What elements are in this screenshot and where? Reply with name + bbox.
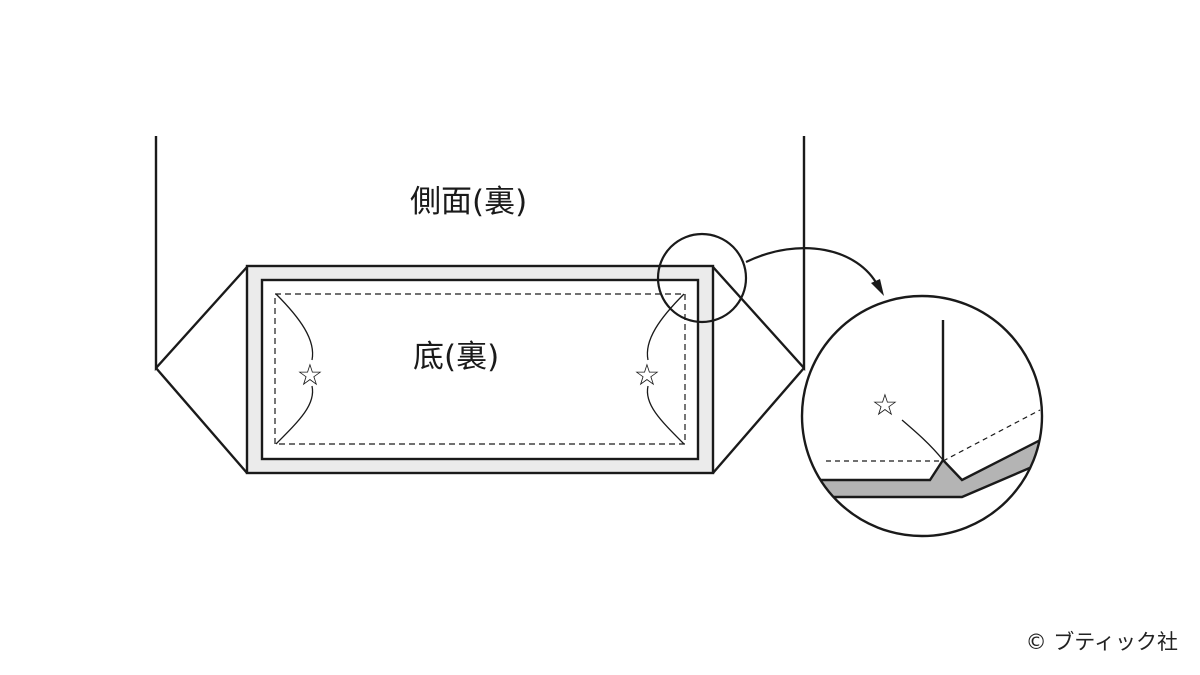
callout-seam-allowance [802, 428, 1042, 499]
side-panel-label: 側面(裏) [410, 184, 528, 220]
side-panel-right-lower-edge [712, 367, 805, 474]
side-panel-right-edge [712, 136, 806, 372]
detail-callout [802, 320, 1042, 499]
bottom-panel-inner-edge [260, 278, 700, 461]
callout-stitch-line-diagonal [942, 409, 1041, 462]
star-mark-left: ☆ [297, 358, 324, 393]
copyright-text: © ブティック社 [1025, 630, 1178, 654]
magnifier-circle [656, 232, 748, 324]
bottom-panel-label: 底(裏) [413, 339, 500, 375]
stitch-line [274, 293, 686, 445]
callout-guide-curve [901, 419, 944, 461]
side-panel-left-edge [154, 136, 248, 372]
bottom-panel [245, 264, 715, 475]
magnifier [656, 232, 879, 324]
right-lower-guide-curve [646, 385, 685, 445]
right-upper-guide-curve [646, 293, 685, 361]
callout-arrow [745, 247, 879, 287]
detail-callout-circle [800, 294, 1044, 538]
bottom-panel-outer-edge [245, 264, 715, 475]
left-lower-guide-curve [275, 385, 314, 445]
callout-arrowhead [871, 279, 884, 296]
side-panel-left-lower-edge [155, 367, 248, 474]
star-mark-callout: ☆ [872, 388, 899, 423]
corner-guide-curves [275, 293, 685, 445]
left-upper-guide-curve [275, 293, 314, 361]
side-panel-outline [154, 136, 806, 474]
star-mark-right: ☆ [634, 358, 661, 393]
